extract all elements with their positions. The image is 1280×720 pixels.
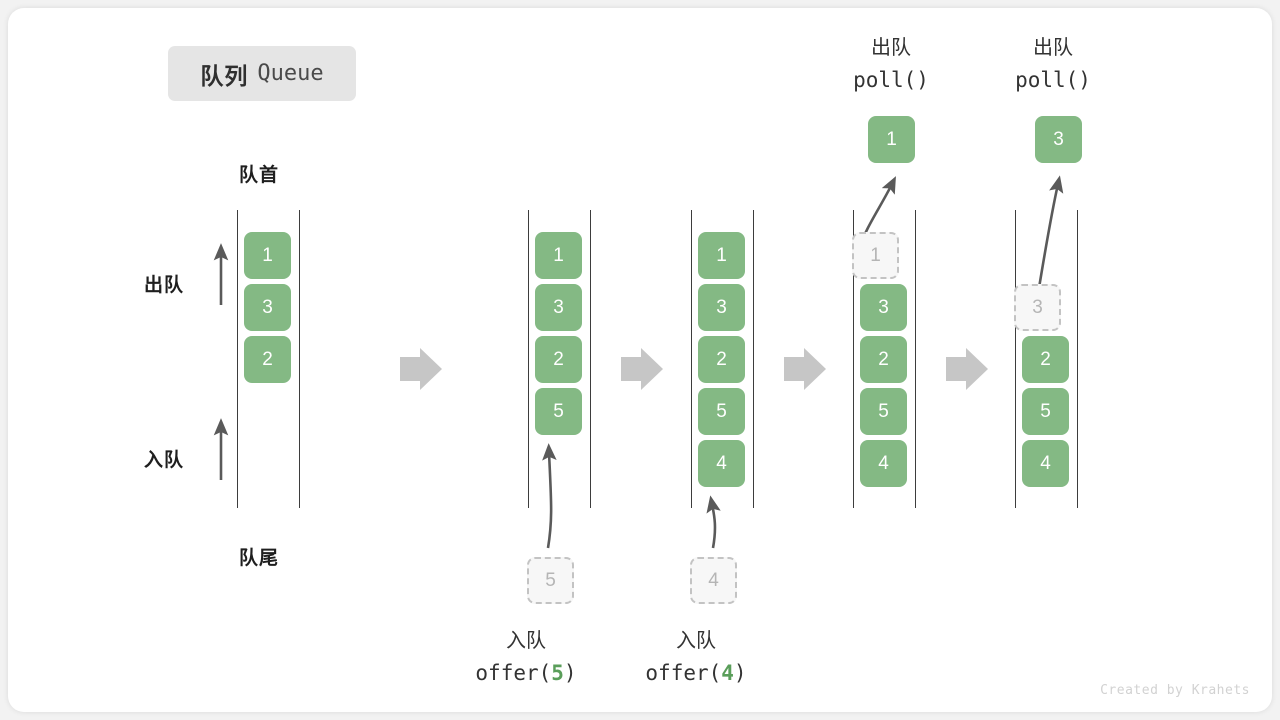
queue-cell: 3 [535, 284, 582, 331]
queue-ghost-cell: 1 [852, 232, 899, 279]
queue-cell: 2 [244, 336, 291, 383]
queue-cell: 4 [1022, 440, 1069, 487]
diagram-title-en: Queue [257, 61, 324, 86]
incoming-arrow-offer-5 [542, 443, 557, 549]
arrows-layer [213, 175, 1064, 549]
incoming-ghost-cell: 5 [527, 557, 574, 604]
queue-rail-right-3 [753, 210, 754, 508]
queue-rail-left-1 [237, 210, 238, 508]
queue-rail-right-1 [299, 210, 300, 508]
queue-cell: 5 [698, 388, 745, 435]
caption-offer-4: 入队 offer(4) [621, 626, 771, 690]
outgoing-arrow-poll-3 [1035, 175, 1064, 301]
label-dequeue-direction: 出队 [144, 275, 185, 296]
queue-cell: 5 [535, 388, 582, 435]
queue-cell: 2 [1022, 336, 1069, 383]
label-head: 队首 [239, 165, 280, 186]
queue-rail-right-5 [1077, 210, 1078, 508]
queue-cell: 1 [698, 232, 745, 279]
caption-poll-1-cn: 出队 [871, 37, 911, 59]
caption-poll-3-code: poll() [1015, 68, 1091, 92]
queue-rail-right-2 [590, 210, 591, 508]
step-arrow-4 [946, 348, 988, 390]
queue-cell: 1 [244, 232, 291, 279]
queue-cell: 5 [860, 388, 907, 435]
caption-offer-5-cn: 入队 [506, 630, 546, 652]
label-enqueue-direction: 入队 [144, 450, 185, 471]
queue-rail-left-2 [528, 210, 529, 508]
outgoing-cell: 1 [868, 116, 915, 163]
diagram-title-chip: 队列 Queue [168, 46, 356, 101]
incoming-arrow-offer-4 [706, 495, 721, 549]
queue-cell: 2 [860, 336, 907, 383]
queue-cell: 4 [698, 440, 745, 487]
label-tail: 队尾 [239, 548, 280, 569]
queue-cell: 5 [1022, 388, 1069, 435]
queue-cell: 3 [244, 284, 291, 331]
incoming-ghost-cell: 4 [690, 557, 737, 604]
queue-rail-right-4 [915, 210, 916, 508]
outgoing-cell: 3 [1035, 116, 1082, 163]
caption-offer-5-code: offer(5) [475, 661, 577, 685]
caption-poll-1: 出队 poll() [816, 33, 966, 97]
queue-rail-left-4 [853, 210, 854, 508]
step-arrow-3 [784, 348, 826, 390]
queue-cell: 2 [535, 336, 582, 383]
step-arrow-1 [400, 348, 442, 390]
caption-poll-3-cn: 出队 [1033, 37, 1073, 59]
diagram-canvas: 队列 Queue 队首 队尾 出队 入队 1 3 2 1 3 2 5 5 入队 … [8, 8, 1272, 712]
step-arrow-2 [621, 348, 663, 390]
caption-offer-4-cn: 入队 [676, 630, 716, 652]
queue-cell: 3 [860, 284, 907, 331]
queue-ghost-cell: 3 [1014, 284, 1061, 331]
credit-text: Created by Krahets [1100, 683, 1250, 698]
queue-cell: 3 [698, 284, 745, 331]
diagram-title-cn: 队列 [200, 62, 249, 89]
queue-cell: 4 [860, 440, 907, 487]
caption-poll-1-code: poll() [853, 68, 929, 92]
queue-rail-left-3 [691, 210, 692, 508]
queue-cell: 1 [535, 232, 582, 279]
caption-offer-4-code: offer(4) [645, 661, 747, 685]
queue-rail-left-5 [1015, 210, 1016, 508]
queue-cell: 2 [698, 336, 745, 383]
caption-poll-3: 出队 poll() [978, 33, 1128, 97]
caption-offer-5: 入队 offer(5) [451, 626, 601, 690]
